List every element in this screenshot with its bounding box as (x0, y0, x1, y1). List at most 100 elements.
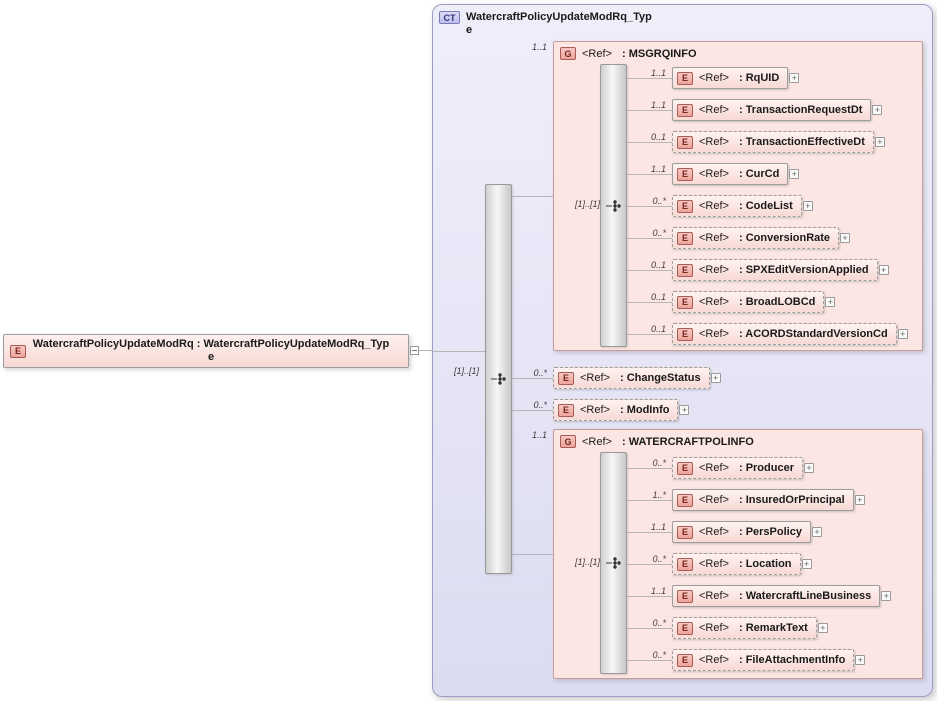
root-element-label: WatercraftPolicyUpdateModRq : Watercraft… (32, 338, 390, 363)
expand-icon[interactable]: + (710, 373, 721, 383)
connector-line (512, 554, 553, 555)
element-name: : ACORDStandardVersionCd (738, 328, 888, 340)
cardinality-label: [1]..[1] (574, 557, 600, 567)
element-ref: <Ref> (699, 462, 729, 474)
cardinality-label: 0..1 (650, 292, 666, 302)
element-ref: <Ref> (699, 622, 729, 634)
element-remarktext[interactable]: E <Ref> : RemarkText + (672, 617, 828, 639)
expand-icon[interactable]: + (811, 527, 822, 537)
expand-icon[interactable]: + (897, 329, 908, 339)
element-name: : ConversionRate (738, 232, 831, 244)
element-name: : RqUID (738, 72, 780, 84)
element-ref: <Ref> (699, 526, 729, 538)
element-fileattachmentinfo[interactable]: E <Ref> : FileAttachmentInfo + (672, 649, 866, 671)
expand-icon[interactable]: + (789, 169, 800, 179)
element-modinfo[interactable]: E <Ref> : ModInfo + (553, 399, 690, 421)
root-element[interactable]: E WatercraftPolicyUpdateModRq : Watercra… (3, 334, 409, 368)
group-badge: G (560, 47, 576, 60)
element-badge: E (558, 371, 574, 385)
connector-line (627, 174, 672, 175)
element-badge: E (677, 199, 693, 213)
cardinality-label: 0..* (652, 458, 666, 468)
connector-line (627, 78, 672, 79)
expand-icon[interactable]: + (679, 405, 690, 415)
element-badge: E (677, 557, 693, 571)
group-name: : WATERCRAFTPOLINFO (621, 435, 754, 448)
element-ref: <Ref> (699, 136, 729, 148)
element-badge: E (677, 653, 693, 667)
element-name: : InsuredOrPrincipal (738, 494, 845, 506)
element-ref: <Ref> (699, 296, 729, 308)
element-changestatus[interactable]: E <Ref> : ChangeStatus + (553, 367, 721, 389)
connector-line (512, 378, 553, 379)
sequence-icon[interactable] (490, 372, 507, 386)
group-header: G <Ref> : MSGRQINFO (560, 46, 697, 61)
expand-icon[interactable]: + (874, 137, 885, 147)
element-ref: <Ref> (699, 200, 729, 212)
cardinality-label: 0..1 (650, 132, 666, 142)
connector-line (627, 532, 672, 533)
element-acordstandardversioncd[interactable]: E <Ref> : ACORDStandardVersionCd + (672, 323, 908, 345)
element-rquid[interactable]: E <Ref> : RqUID + (672, 67, 800, 89)
element-badge: E (677, 263, 693, 277)
element-codelist[interactable]: E <Ref> : CodeList + (672, 195, 813, 217)
expand-icon[interactable]: + (840, 233, 851, 243)
connector-line (627, 596, 672, 597)
expand-icon[interactable]: + (854, 495, 865, 505)
cardinality-label: 1..1 (650, 68, 666, 78)
cardinality-label: 1..1 (650, 522, 666, 532)
connector-line (419, 350, 432, 351)
group-msgrqinfo[interactable]: G <Ref> : MSGRQINFO [1]..[1] 1..1 E (553, 41, 923, 351)
element-badge: E (677, 295, 693, 309)
element-spxeditversionapplied[interactable]: E <Ref> : SPXEditVersionApplied + (672, 259, 889, 281)
cardinality-label: 1..1 (650, 100, 666, 110)
element-watercraftlinebusiness[interactable]: E <Ref> : WatercraftLineBusiness + (672, 585, 892, 607)
element-broadlobcd[interactable]: E <Ref> : BroadLOBCd + (672, 291, 836, 313)
element-ref: <Ref> (580, 372, 610, 384)
expand-icon[interactable]: + (803, 463, 814, 473)
sequence-icon[interactable] (605, 556, 622, 570)
cardinality-label: 0..* (652, 554, 666, 564)
element-producer[interactable]: E <Ref> : Producer + (672, 457, 814, 479)
element-badge: E (677, 231, 693, 245)
cardinality-label: 0..1 (650, 324, 666, 334)
cardinality-label: 0..* (652, 650, 666, 660)
expand-icon[interactable]: + (789, 73, 800, 83)
element-location[interactable]: E <Ref> : Location + (672, 553, 812, 575)
element-curcd[interactable]: E <Ref> : CurCd + (672, 163, 800, 185)
element-insuredorprincipal[interactable]: E <Ref> : InsuredOrPrincipal + (672, 489, 865, 511)
element-badge: E (677, 621, 693, 635)
connector-line (627, 468, 672, 469)
complex-type-box[interactable]: CT WatercraftPolicyUpdateModRq_Type [1].… (432, 4, 933, 697)
element-conversionrate[interactable]: E <Ref> : ConversionRate + (672, 227, 851, 249)
element-ref: <Ref> (699, 328, 729, 340)
expand-icon[interactable]: + (881, 591, 892, 601)
expand-icon[interactable]: + (817, 623, 828, 633)
element-name: : TransactionRequestDt (738, 104, 863, 116)
connector-line (627, 142, 672, 143)
element-perspolicy[interactable]: E <Ref> : PersPolicy + (672, 521, 822, 543)
group-ref: <Ref> (582, 47, 612, 60)
expand-icon[interactable]: + (825, 297, 836, 307)
group-watercraftpolinfo[interactable]: G <Ref> : WATERCRAFTPOLINFO [1]..[1] 0..… (553, 429, 923, 679)
expand-icon[interactable]: + (801, 559, 812, 569)
connector-line (627, 564, 672, 565)
group-ref: <Ref> (582, 435, 612, 448)
element-ref: <Ref> (699, 654, 729, 666)
group-name: : MSGRQINFO (621, 47, 697, 60)
connector-line (627, 500, 672, 501)
element-ref: <Ref> (699, 232, 729, 244)
element-name: : FileAttachmentInfo (738, 654, 846, 666)
group-badge: G (560, 435, 576, 448)
element-transactionrequestdt[interactable]: E <Ref> : TransactionRequestDt + (672, 99, 883, 121)
complex-type-badge: CT (439, 11, 460, 24)
element-name: : ModInfo (619, 404, 670, 416)
expand-icon[interactable]: + (802, 201, 813, 211)
expand-icon[interactable]: + (872, 105, 883, 115)
expand-icon[interactable]: + (878, 265, 889, 275)
expand-icon[interactable]: + (855, 655, 866, 665)
sequence-icon[interactable] (605, 199, 622, 213)
collapse-handle[interactable] (410, 346, 419, 355)
element-transactioneffectivedt[interactable]: E <Ref> : TransactionEffectiveDt + (672, 131, 885, 153)
